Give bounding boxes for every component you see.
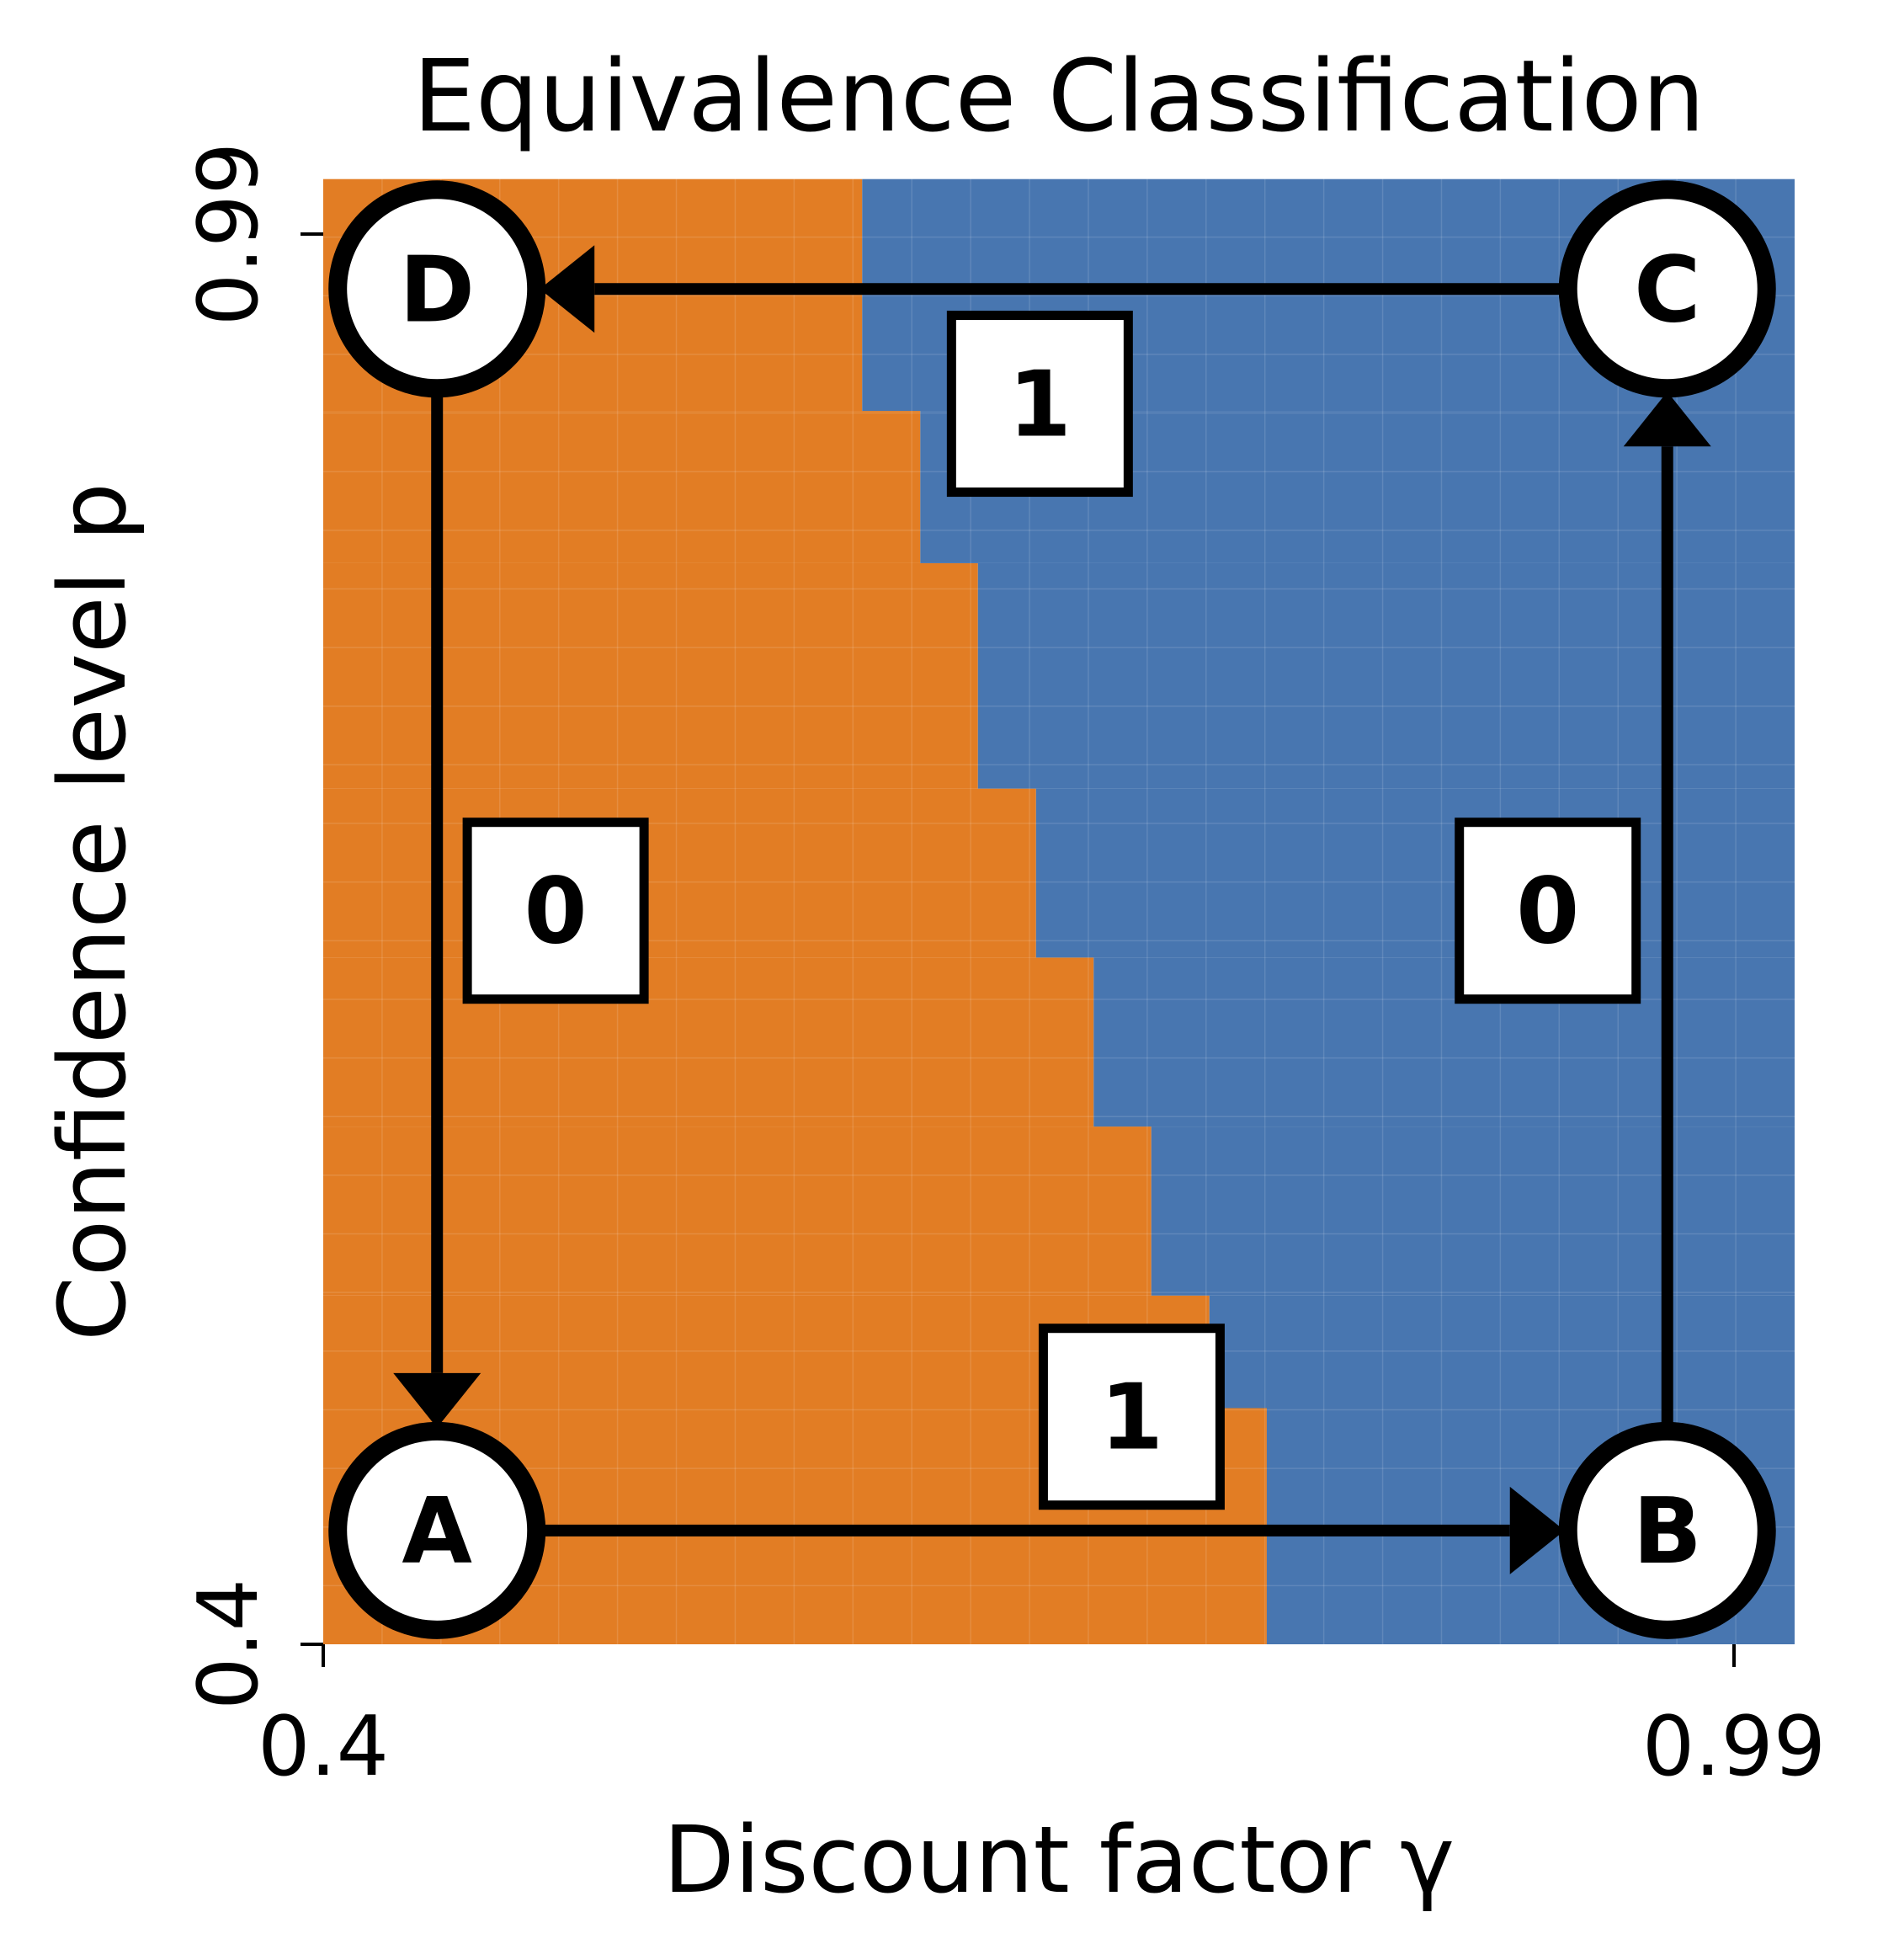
edge-label: 1 — [1100, 1366, 1163, 1471]
transition-graph: 1 0 1 0A B C D — [328, 180, 1776, 1639]
edge-label-box — [1038, 1324, 1225, 1510]
edge-arrowhead — [393, 1372, 481, 1428]
edge-label-box — [946, 311, 1133, 498]
edge-arrowhead — [540, 245, 595, 333]
region-cell-right — [1035, 788, 1795, 958]
edge-label: 0 — [524, 860, 588, 965]
edge-label-box — [462, 818, 649, 1004]
node-label: C — [1634, 237, 1700, 343]
edge-label: 1 — [1008, 353, 1072, 458]
node-label: D — [399, 237, 475, 343]
y-axis-label: Confidence level p — [39, 482, 146, 1341]
x-tick-label: 0.99 — [1642, 1699, 1826, 1795]
node-A — [328, 1421, 546, 1639]
edge-label: 0 — [1516, 860, 1579, 965]
axes: 0.4 0.99 0.4 0.99 Discount factor γ Conf… — [39, 142, 1826, 1914]
region-cell-left — [323, 788, 1036, 958]
edge-arrowhead — [1623, 391, 1711, 447]
node-D — [328, 180, 546, 398]
edge-label-box — [1455, 818, 1641, 1004]
region-cell-left — [323, 562, 978, 789]
node-C — [1558, 180, 1776, 398]
region-cell-right — [1151, 1126, 1795, 1296]
x-axis-label: Discount factor γ — [663, 1806, 1455, 1914]
region-cell-right — [1093, 957, 1795, 1127]
x-tick-label: 0.4 — [258, 1699, 389, 1795]
region-cell-right — [977, 562, 1795, 789]
region-cell-left — [323, 411, 921, 563]
chart-title: Equivalence Classification — [412, 38, 1705, 154]
node-B — [1558, 1421, 1776, 1639]
region-cell-right — [1209, 1295, 1795, 1409]
edge-arrowhead — [1509, 1486, 1565, 1574]
y-tick-label: 0.99 — [181, 142, 277, 326]
region-cell-left — [323, 1126, 1152, 1296]
y-tick-label: 0.4 — [181, 1579, 277, 1710]
region-cell-left — [323, 957, 1094, 1127]
node-label: A — [402, 1479, 472, 1585]
node-label: B — [1633, 1479, 1702, 1585]
